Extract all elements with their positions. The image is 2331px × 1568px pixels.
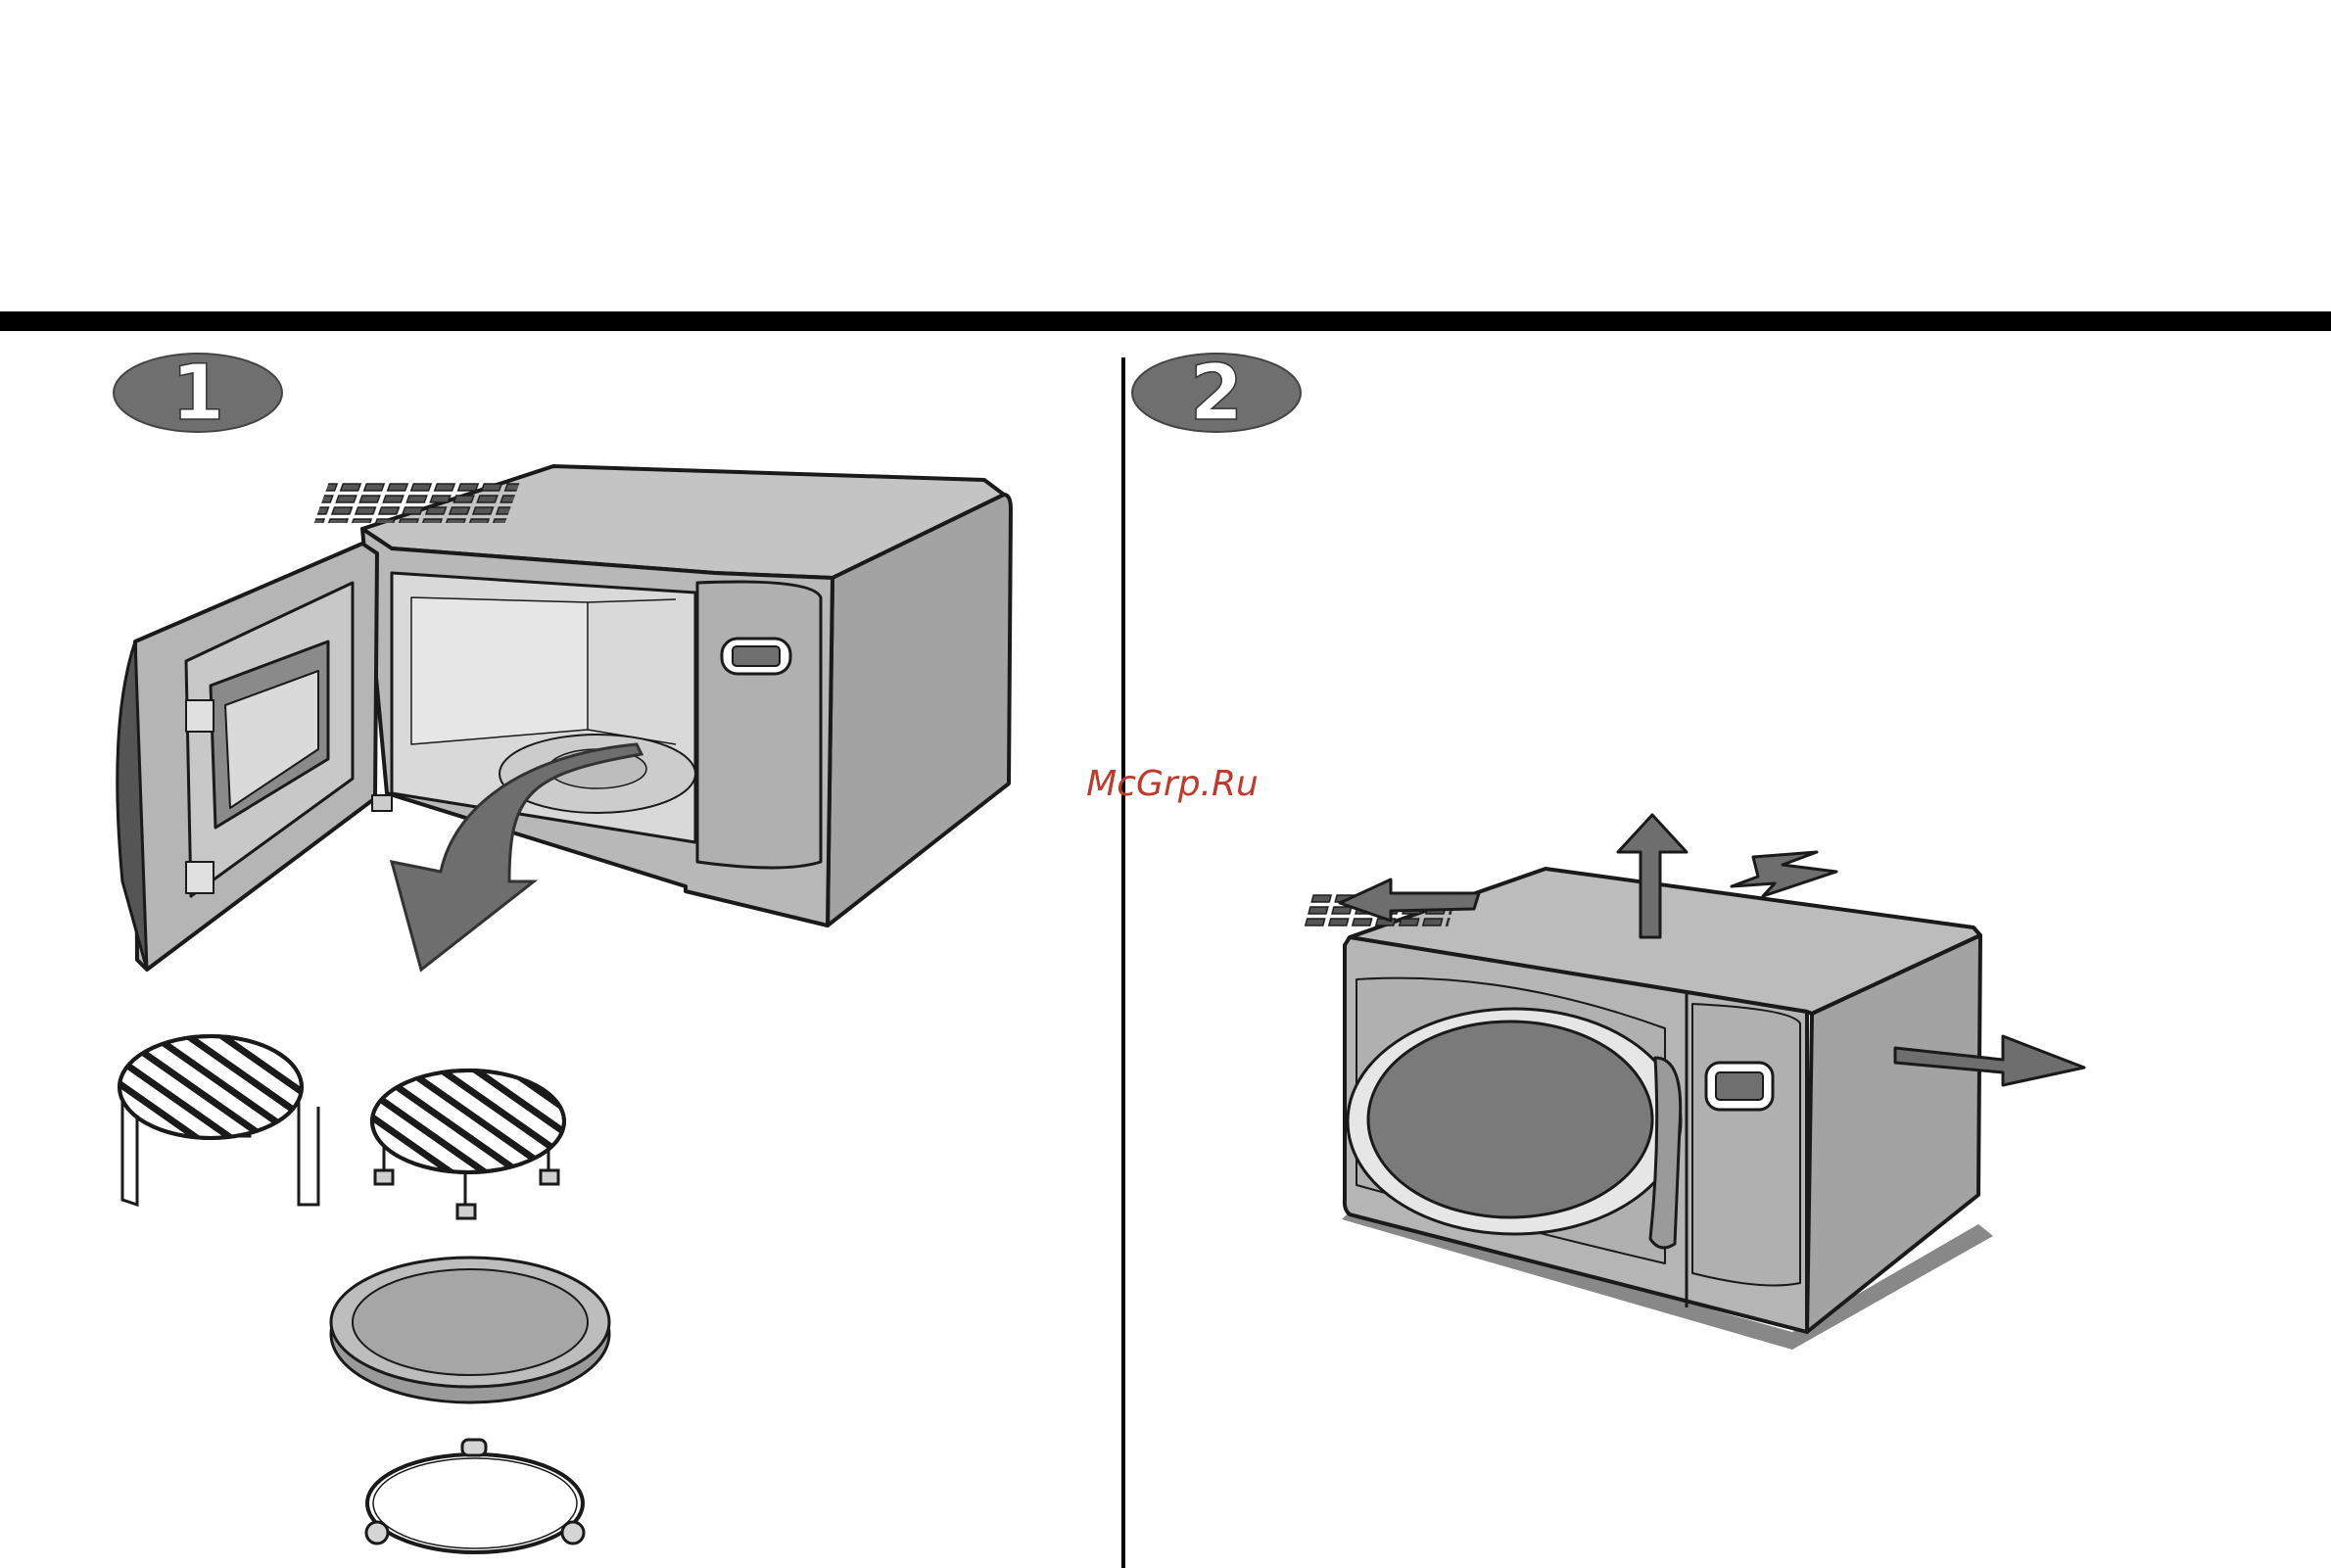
- back-arrow-icon: [1732, 852, 1836, 896]
- step-2-number: 2: [1190, 350, 1243, 438]
- step-2-badge: 2: [1132, 350, 1301, 438]
- high-rack-icon: [119, 1036, 318, 1205]
- microwave-open-door: [118, 466, 1011, 970]
- top-rule: [0, 311, 2331, 331]
- step-1-number: 1: [171, 350, 224, 438]
- low-rack-icon: [372, 1070, 564, 1218]
- glass-tray-icon: [331, 1258, 609, 1402]
- roller-ring-icon: [366, 1440, 584, 1552]
- step-1-badge: 1: [114, 350, 282, 438]
- watermark-text: McGrp.Ru: [1086, 764, 1259, 804]
